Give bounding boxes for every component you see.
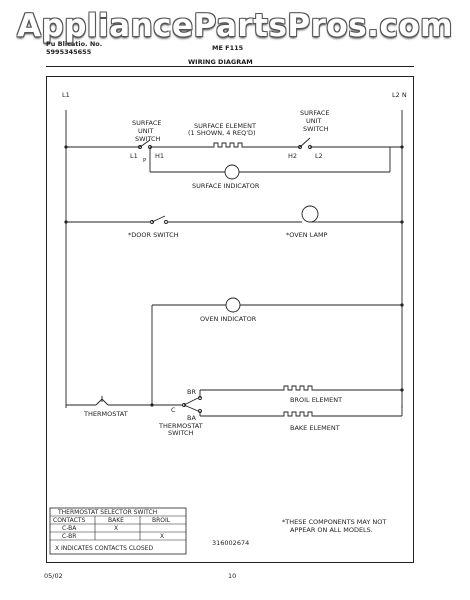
bake-element-symbol [282, 411, 318, 417]
broil-element-label: BROIL ELEMENT [290, 396, 342, 404]
thermostat-label: THERMOSTAT [83, 410, 128, 418]
selector-table: THERMOSTAT SELECTOR SWITCH CONTACTS BAKE… [49, 507, 187, 555]
surface-indicator-lamp [224, 164, 240, 180]
thermostat-switch-line2: SWITCH [168, 429, 194, 437]
oven-lamp-symbol [301, 205, 319, 223]
surface-element-label: SURFACE ELEMENT (1 SHOWN, 4 REQ'D) [188, 122, 258, 137]
switch-h2-label: H2 [288, 152, 297, 160]
table-cell: C-BR [62, 533, 76, 540]
thermostat-switch-common [182, 403, 186, 407]
surface-switch-right-label: SURFACE UNIT SWITCH [300, 109, 332, 133]
door-switch-blade [151, 215, 166, 223]
footer-date: 05/02 [44, 572, 63, 580]
contact-br-label: BR [187, 388, 196, 396]
switch-l2-label: L2 [315, 152, 323, 160]
door-switch-contact [164, 220, 168, 224]
switch-contact [298, 145, 302, 149]
components-note-line2: APPEAR ON ALL MODELS. [290, 526, 373, 534]
oven-lamp-label: *OVEN LAMP [286, 231, 328, 239]
table-cell: C-BA [62, 525, 77, 532]
page-title: WIRING DIAGRAM [188, 58, 253, 66]
surface-switch-left-line3: SWITCH [135, 135, 161, 143]
switch-contact [308, 145, 312, 149]
switch-contact [138, 145, 142, 149]
surface-switch-right-line2: UNIT [306, 117, 322, 125]
l1-label: L1 [62, 91, 70, 99]
components-note-line1: *THESE COMPONENTS MAY NOT [282, 518, 386, 526]
surface-switch-left-label: SURFACE UNIT SWITCH [132, 119, 164, 143]
components-note: *THESE COMPONENTS MAY NOT APPEAR ON ALL … [282, 518, 388, 534]
footer-page-number: 10 [228, 572, 237, 580]
broil-element-symbol [282, 385, 318, 391]
contact-c-label: C [171, 406, 176, 414]
table-header-bake: BAKE [108, 517, 124, 524]
thermostat-switch-label: THERMOSTAT SWITCH [158, 422, 205, 437]
table-cell: X [160, 533, 164, 540]
surface-switch-right-line3: SWITCH [303, 125, 329, 133]
surface-indicator-label: SURFACE INDICATOR [192, 182, 260, 190]
door-switch-contact [150, 220, 154, 224]
surface-switch-left-line2: UNIT [138, 127, 154, 135]
diagram-frame [46, 76, 414, 563]
oven-indicator-label: OVEN INDICATOR [200, 315, 257, 323]
publication-label: Pu Blicatio. No. [46, 40, 103, 48]
part-number: 316002674 [212, 539, 249, 547]
switch-h1-label: H1 [155, 152, 164, 160]
thermostat-switch-blade [183, 397, 199, 406]
selector-table-title: THERMOSTAT SELECTOR SWITCH [57, 509, 157, 516]
table-cell: X [114, 525, 118, 532]
table-footnote: X INDICATES CONTACTS CLOSED [55, 545, 153, 552]
switch-p-label: P [143, 158, 147, 164]
bake-element-label: BAKE ELEMENT [290, 424, 340, 432]
surface-switch-left-blade [139, 139, 151, 148]
surface-element-symbol [212, 142, 250, 148]
l2n-label: L2 N [392, 91, 407, 99]
door-switch-label: *DOOR SWITCH [128, 231, 179, 239]
surface-switch-right-blade [299, 137, 311, 148]
header-rule [46, 66, 414, 67]
surface-element-line1: SURFACE ELEMENT [194, 122, 256, 130]
surface-element-line2: (1 SHOWN, 4 REQ'D) [188, 129, 256, 137]
thermostat-switch-blade [183, 404, 199, 412]
model-number: ME F115 [212, 44, 244, 52]
thermostat-switch-line1: THERMOSTAT [158, 422, 203, 430]
switch-l1-label: L1 [130, 152, 138, 160]
contact-ba-label: BA [187, 414, 196, 422]
publication-number: 5995345655 [46, 48, 92, 56]
oven-indicator-lamp [225, 297, 241, 313]
surface-switch-left-line1: SURFACE [132, 119, 162, 127]
table-header-contacts: CONTACTS [53, 517, 85, 524]
watermark: AppliancePartsPros.com [17, 8, 453, 44]
table-header-broil: BROIL [152, 517, 171, 524]
surface-switch-right-line1: SURFACE [300, 109, 330, 117]
